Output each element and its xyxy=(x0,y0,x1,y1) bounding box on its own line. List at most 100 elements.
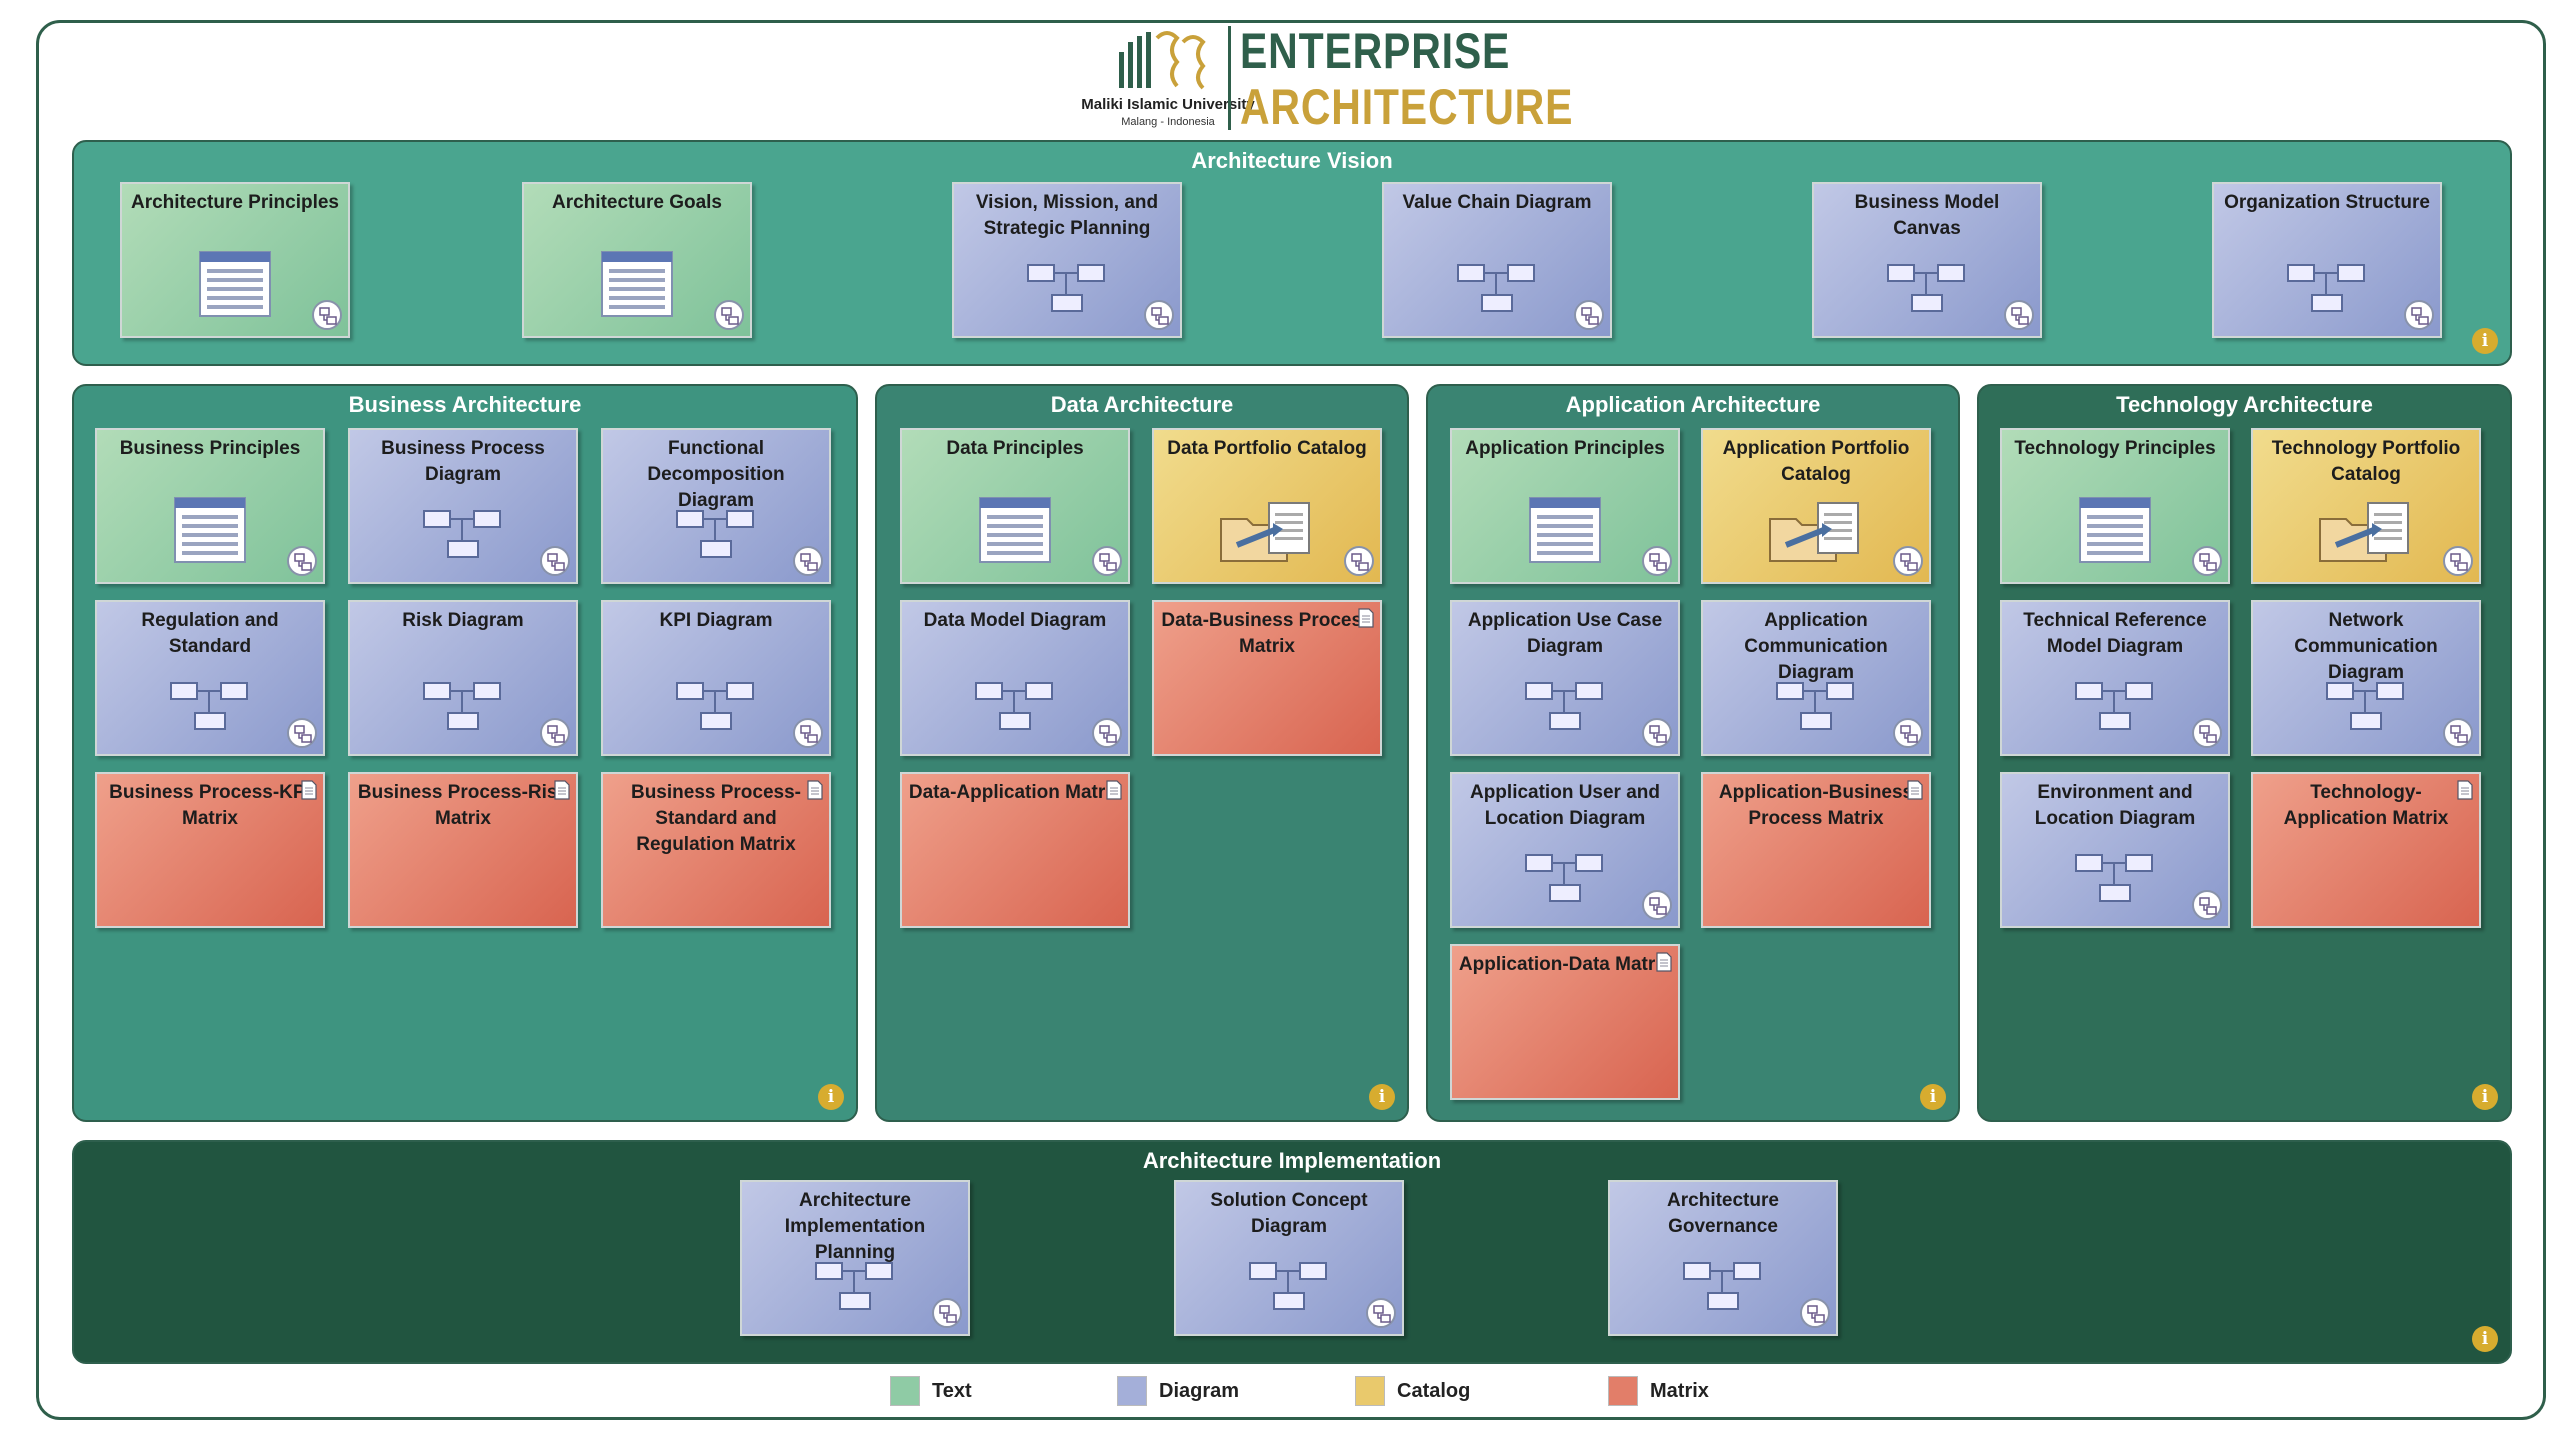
card-vision-mission-and-strategic-planning[interactable]: Vision, Mission, and Strategic Planning xyxy=(952,182,1182,338)
card-application-user-and-location-diagram[interactable]: Application User and Location Diagram xyxy=(1450,772,1680,928)
card-architecture-governance[interactable]: Architecture Governance xyxy=(1608,1180,1838,1336)
card-architecture-goals[interactable]: Architecture Goals xyxy=(522,182,752,338)
card-environment-and-location-diagram[interactable]: Environment and Location Diagram xyxy=(2000,772,2230,928)
link-badge-icon[interactable] xyxy=(2192,890,2222,920)
card-label: Business Process-KPI Matrix xyxy=(109,782,311,829)
card-label: Solution Concept Diagram xyxy=(1210,1190,1368,1237)
panel-title: Technology Architecture xyxy=(2116,392,2373,417)
card-technical-reference-model-diagram[interactable]: Technical Reference Model Diagram xyxy=(2000,600,2230,756)
card-label: Data-Application Matrix xyxy=(908,782,1122,803)
diagram-artifact-icon xyxy=(810,1255,900,1320)
card-label: Network Communication Diagram xyxy=(2294,610,2438,683)
card-label: Architecture Goals xyxy=(552,192,722,213)
diagram-artifact-icon xyxy=(1771,675,1861,740)
card-label: Functional Decomposition Diagram xyxy=(647,438,785,511)
link-badge-icon[interactable] xyxy=(1092,718,1122,748)
info-icon[interactable]: i xyxy=(2472,1326,2498,1352)
card-data-application-matrix[interactable]: Data-Application Matrix xyxy=(900,772,1130,928)
diagram-artifact-icon xyxy=(1882,257,1972,322)
card-business-model-canvas[interactable]: Business Model Canvas xyxy=(1812,182,2042,338)
card-network-communication-diagram[interactable]: Network Communication Diagram xyxy=(2251,600,2481,756)
card-kpi-diagram[interactable]: KPI Diagram xyxy=(601,600,831,756)
info-icon[interactable]: i xyxy=(818,1084,844,1110)
card-label: Business Process Diagram xyxy=(381,438,545,485)
info-icon[interactable]: i xyxy=(2472,328,2498,354)
info-icon[interactable]: i xyxy=(1369,1084,1395,1110)
link-badge-icon[interactable] xyxy=(2192,546,2222,576)
link-badge-icon[interactable] xyxy=(2404,300,2434,330)
card-label: Data-Business Process Matrix xyxy=(1161,610,1373,657)
link-badge-icon[interactable] xyxy=(540,718,570,748)
card-application-data-matrix[interactable]: Application-Data Matrix xyxy=(1450,944,1680,1100)
link-badge-icon[interactable] xyxy=(1642,890,1672,920)
link-badge-icon[interactable] xyxy=(1344,546,1374,576)
diagram-artifact-icon xyxy=(1678,1255,1768,1320)
document-icon xyxy=(2457,780,2473,800)
link-badge-icon[interactable] xyxy=(287,546,317,576)
link-badge-icon[interactable] xyxy=(2192,718,2222,748)
card-data-portfolio-catalog[interactable]: Data Portfolio Catalog xyxy=(1152,428,1382,584)
diagram-artifact-icon xyxy=(1022,257,1112,322)
link-badge-icon[interactable] xyxy=(287,718,317,748)
card-application-use-case-diagram[interactable]: Application Use Case Diagram xyxy=(1450,600,1680,756)
card-label: Application-Data Matrix xyxy=(1458,954,1672,975)
link-badge-icon[interactable] xyxy=(1092,546,1122,576)
link-badge-icon[interactable] xyxy=(1642,718,1672,748)
card-value-chain-diagram[interactable]: Value Chain Diagram xyxy=(1382,182,1612,338)
card-business-process-kpi-matrix[interactable]: Business Process-KPI Matrix xyxy=(95,772,325,928)
link-badge-icon[interactable] xyxy=(793,718,823,748)
card-label: Business Process-Risk Matrix xyxy=(357,782,569,829)
link-badge-icon[interactable] xyxy=(1366,1298,1396,1328)
diagram-artifact-icon xyxy=(2321,675,2411,740)
link-badge-icon[interactable] xyxy=(932,1298,962,1328)
info-icon[interactable]: i xyxy=(2472,1084,2498,1110)
university-logo-icon xyxy=(1119,31,1206,90)
card-application-portfolio-catalog[interactable]: Application Portfolio Catalog xyxy=(1701,428,1931,584)
link-badge-icon[interactable] xyxy=(1800,1298,1830,1328)
card-label: Application Communication Diagram xyxy=(1744,610,1888,683)
card-business-process-risk-matrix[interactable]: Business Process-Risk Matrix xyxy=(348,772,578,928)
card-data-business-process-matrix[interactable]: Data-Business Process Matrix xyxy=(1152,600,1382,756)
card-technology-portfolio-catalog[interactable]: Technology Portfolio Catalog xyxy=(2251,428,2481,584)
card-regulation-and-standard[interactable]: Regulation and Standard xyxy=(95,600,325,756)
link-badge-icon[interactable] xyxy=(312,300,342,330)
card-functional-decomposition-diagram[interactable]: Functional Decomposition Diagram xyxy=(601,428,831,584)
university-name: Maliki Islamic University xyxy=(1081,96,1255,113)
link-badge-icon[interactable] xyxy=(2004,300,2034,330)
link-badge-icon[interactable] xyxy=(1893,546,1923,576)
card-business-principles[interactable]: Business Principles xyxy=(95,428,325,584)
card-data-principles[interactable]: Data Principles xyxy=(900,428,1130,584)
card-application-principles[interactable]: Application Principles xyxy=(1450,428,1680,584)
link-badge-icon[interactable] xyxy=(1574,300,1604,330)
document-icon xyxy=(807,780,823,800)
card-solution-concept-diagram[interactable]: Solution Concept Diagram xyxy=(1174,1180,1404,1336)
card-architecture-implementation-planning[interactable]: Architecture Implementation Planning xyxy=(740,1180,970,1336)
card-technology-application-matrix[interactable]: Technology-Application Matrix xyxy=(2251,772,2481,928)
card-application-communication-diagram[interactable]: Application Communication Diagram xyxy=(1701,600,1931,756)
card-business-process-diagram[interactable]: Business Process Diagram xyxy=(348,428,578,584)
diagram-artifact-icon xyxy=(1452,257,1542,322)
card-business-process-standard-and-regulation-matrix[interactable]: Business Process-Standard and Regulation… xyxy=(601,772,831,928)
card-label: Technical Reference Model Diagram xyxy=(2023,610,2207,657)
link-badge-icon[interactable] xyxy=(2443,718,2473,748)
card-technology-principles[interactable]: Technology Principles xyxy=(2000,428,2230,584)
card-architecture-principles[interactable]: Architecture Principles xyxy=(120,182,350,338)
link-badge-icon[interactable] xyxy=(1642,546,1672,576)
link-badge-icon[interactable] xyxy=(540,546,570,576)
link-badge-icon[interactable] xyxy=(2443,546,2473,576)
card-organization-structure[interactable]: Organization Structure xyxy=(2212,182,2442,338)
link-badge-icon[interactable] xyxy=(714,300,744,330)
info-icon[interactable]: i xyxy=(1920,1084,1946,1110)
text-artifact-icon xyxy=(199,251,271,322)
link-badge-icon[interactable] xyxy=(1144,300,1174,330)
document-icon xyxy=(301,780,317,800)
link-badge-icon[interactable] xyxy=(793,546,823,576)
card-label: KPI Diagram xyxy=(659,610,773,631)
card-application-business-process-matrix[interactable]: Application-Business Process Matrix xyxy=(1701,772,1931,928)
link-badge-icon[interactable] xyxy=(1893,718,1923,748)
card-risk-diagram[interactable]: Risk Diagram xyxy=(348,600,578,756)
card-label: Application User and Location Diagram xyxy=(1469,782,1661,829)
card-data-model-diagram[interactable]: Data Model Diagram xyxy=(900,600,1130,756)
card-label: Data Model Diagram xyxy=(923,610,1107,631)
legend-label: Matrix xyxy=(1650,1380,1709,1402)
